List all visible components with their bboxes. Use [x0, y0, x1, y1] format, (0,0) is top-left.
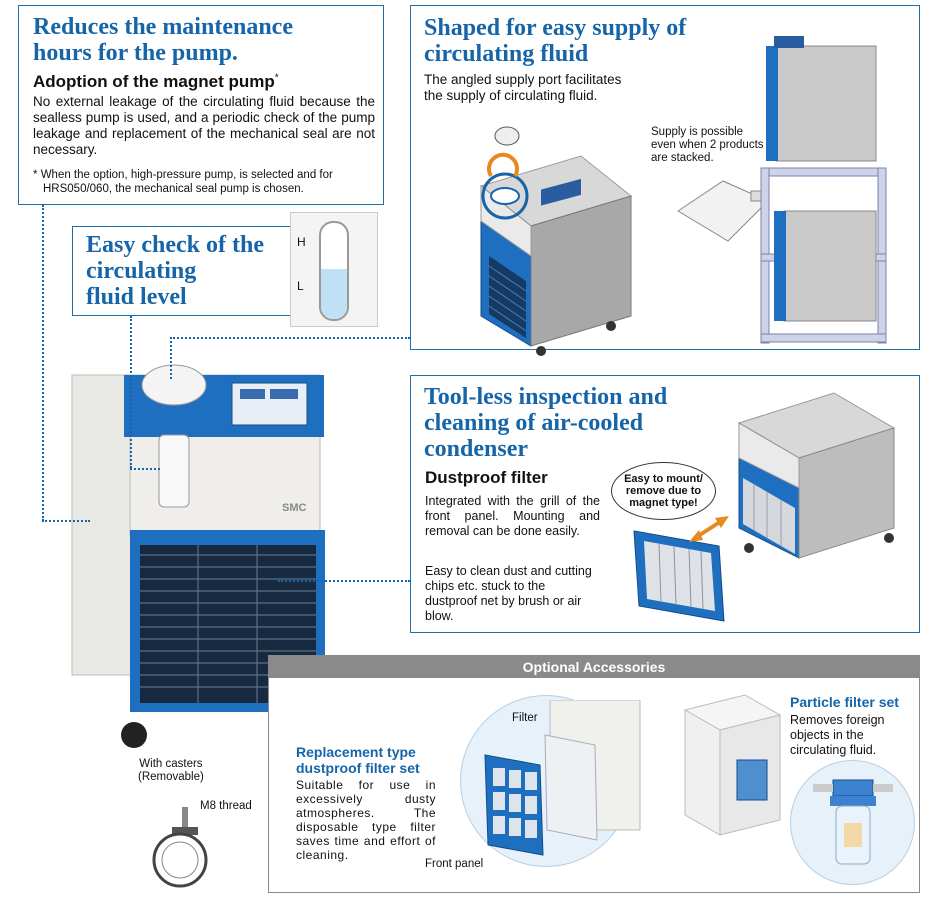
filter-label: Filter: [512, 712, 538, 724]
pump-footnote: * When the option, high-pressure pump, i…: [33, 169, 333, 195]
dustproof-body-1: Integrated with the grill of the front p…: [425, 494, 600, 538]
condenser-leader: [278, 580, 410, 582]
chiller-main-illustration: [71, 364, 325, 748]
pump-leader: [42, 205, 44, 521]
level-leader: [130, 316, 132, 468]
accessories-header: Optional Accessories: [269, 656, 919, 678]
level-low-mark: L: [297, 279, 304, 293]
replacement-filter-title: Replacement type dustproof filter set: [296, 744, 420, 776]
supply-title: Shaped for easy supply of circulating fl…: [424, 15, 687, 67]
pump-feature-box: Reduces the maintenance hours for the pu…: [18, 5, 384, 205]
supply-body: The angled supply port facilitates the s…: [424, 72, 622, 103]
condenser-title: Tool-less inspection and cleaning of air…: [424, 384, 668, 462]
level-title: Easy check of the circulating fluid leve…: [86, 232, 264, 310]
level-tube: [319, 221, 349, 321]
dustproof-body-2: Easy to clean dust and cutting chips etc…: [425, 564, 592, 623]
chiller-supply-illustration: [479, 126, 633, 356]
dustproof-subtitle: Dustproof filter: [425, 468, 548, 487]
dustproof-filter-illustration: [633, 530, 725, 622]
magnet-callout-bubble: Easy to mount/ remove due to magnet type…: [611, 462, 716, 520]
pump-title: Reduces the maintenance hours for the pu…: [33, 14, 293, 66]
supply-leader-v: [170, 337, 172, 379]
condenser-feature-box: Tool-less inspection and cleaning of air…: [410, 375, 920, 633]
caster-wheel-illustration: [152, 807, 208, 888]
stacked-units-illustration: [760, 36, 887, 344]
replacement-filter-body: Suitable for use in excessively dusty at…: [296, 778, 436, 862]
stack-note: Supply is possible even when 2 products …: [651, 126, 764, 164]
supply-leader: [170, 337, 410, 339]
particle-filter-title: Particle filter set: [790, 694, 899, 710]
pump-leader-h: [42, 520, 90, 522]
front-panel-label: Front panel: [425, 858, 484, 870]
replacement-filter-illustration: [484, 700, 641, 856]
particle-filter-illustration: [813, 779, 893, 865]
level-gauge-illustration: H L: [290, 212, 378, 327]
pump-subtitle: Adoption of the magnet pump*: [33, 72, 279, 91]
particle-filter-body: Removes foreign objects in the circulati…: [790, 713, 885, 757]
supply-feature-box: Shaped for easy supply of circulating fl…: [410, 5, 920, 356]
level-high-mark: H: [297, 235, 306, 249]
chiller-condenser-illustration: [737, 392, 896, 559]
double-arrow-icon: [689, 516, 729, 542]
particle-filter-unit-illustration: [683, 694, 782, 836]
thread-label: M8 thread: [200, 800, 252, 812]
brand-logo: SMC: [282, 502, 307, 514]
level-leader-h: [130, 468, 160, 470]
level-feature-box: Easy check of the circulating fluid leve…: [72, 226, 294, 316]
casters-label: With casters (Removable): [138, 758, 204, 783]
pump-body: No external leakage of the circulating f…: [33, 94, 375, 157]
